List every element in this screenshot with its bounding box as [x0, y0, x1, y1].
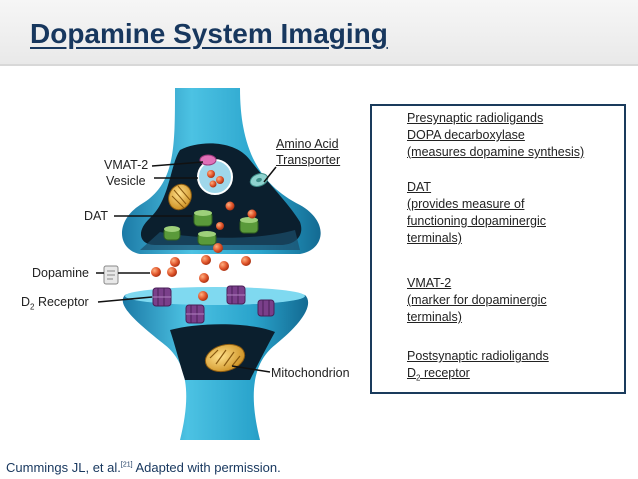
citation-footer: Cummings JL, et al.[21] Adapted with per…	[6, 460, 281, 475]
d2-receptor-3	[185, 304, 205, 324]
dat-protein-4	[163, 226, 181, 241]
dopamine-molecules	[151, 243, 251, 301]
page-title: Dopamine System Imaging	[30, 18, 388, 49]
d2-receptor-2	[226, 285, 246, 305]
dat-label: DAT	[84, 209, 109, 223]
vesicle	[197, 159, 233, 195]
vesicle-label: Vesicle	[106, 174, 146, 188]
title-bar: Dopamine System Imaging	[0, 0, 638, 66]
d2-receptor-label: D2 Receptor	[21, 295, 89, 312]
d2-receptor-1	[152, 287, 172, 307]
vmat2-protein	[199, 154, 217, 166]
mitochondrion-post	[204, 343, 246, 373]
presynaptic-interior	[140, 143, 302, 245]
dat-protein-1	[193, 210, 213, 227]
legend-postsynaptic-text: Postsynaptic radioligands D2 receptor	[407, 349, 549, 383]
legend-presynaptic-text: Presynaptic radioligands DOPA decarboxyl…	[407, 111, 585, 159]
amino-acid-label: Amino Acid	[276, 137, 339, 151]
dat-protein-2	[239, 217, 259, 234]
dopamine-label: Dopamine	[32, 266, 89, 280]
dat-protein-3	[197, 231, 217, 246]
transporter-label: Transporter	[276, 153, 341, 167]
legend-box	[370, 104, 626, 394]
legend-vmat2-text: VMAT-2 (marker for dopaminergic terminal…	[407, 276, 547, 324]
d2-receptor-4	[257, 299, 275, 317]
mitochondrion-label: Mitochondrion	[271, 366, 350, 380]
vmat2-label: VMAT-2	[104, 158, 149, 172]
dopamine-molecule-icon	[103, 265, 119, 285]
legend-dat-text: DAT (provides measure of functioning dop…	[407, 180, 546, 245]
